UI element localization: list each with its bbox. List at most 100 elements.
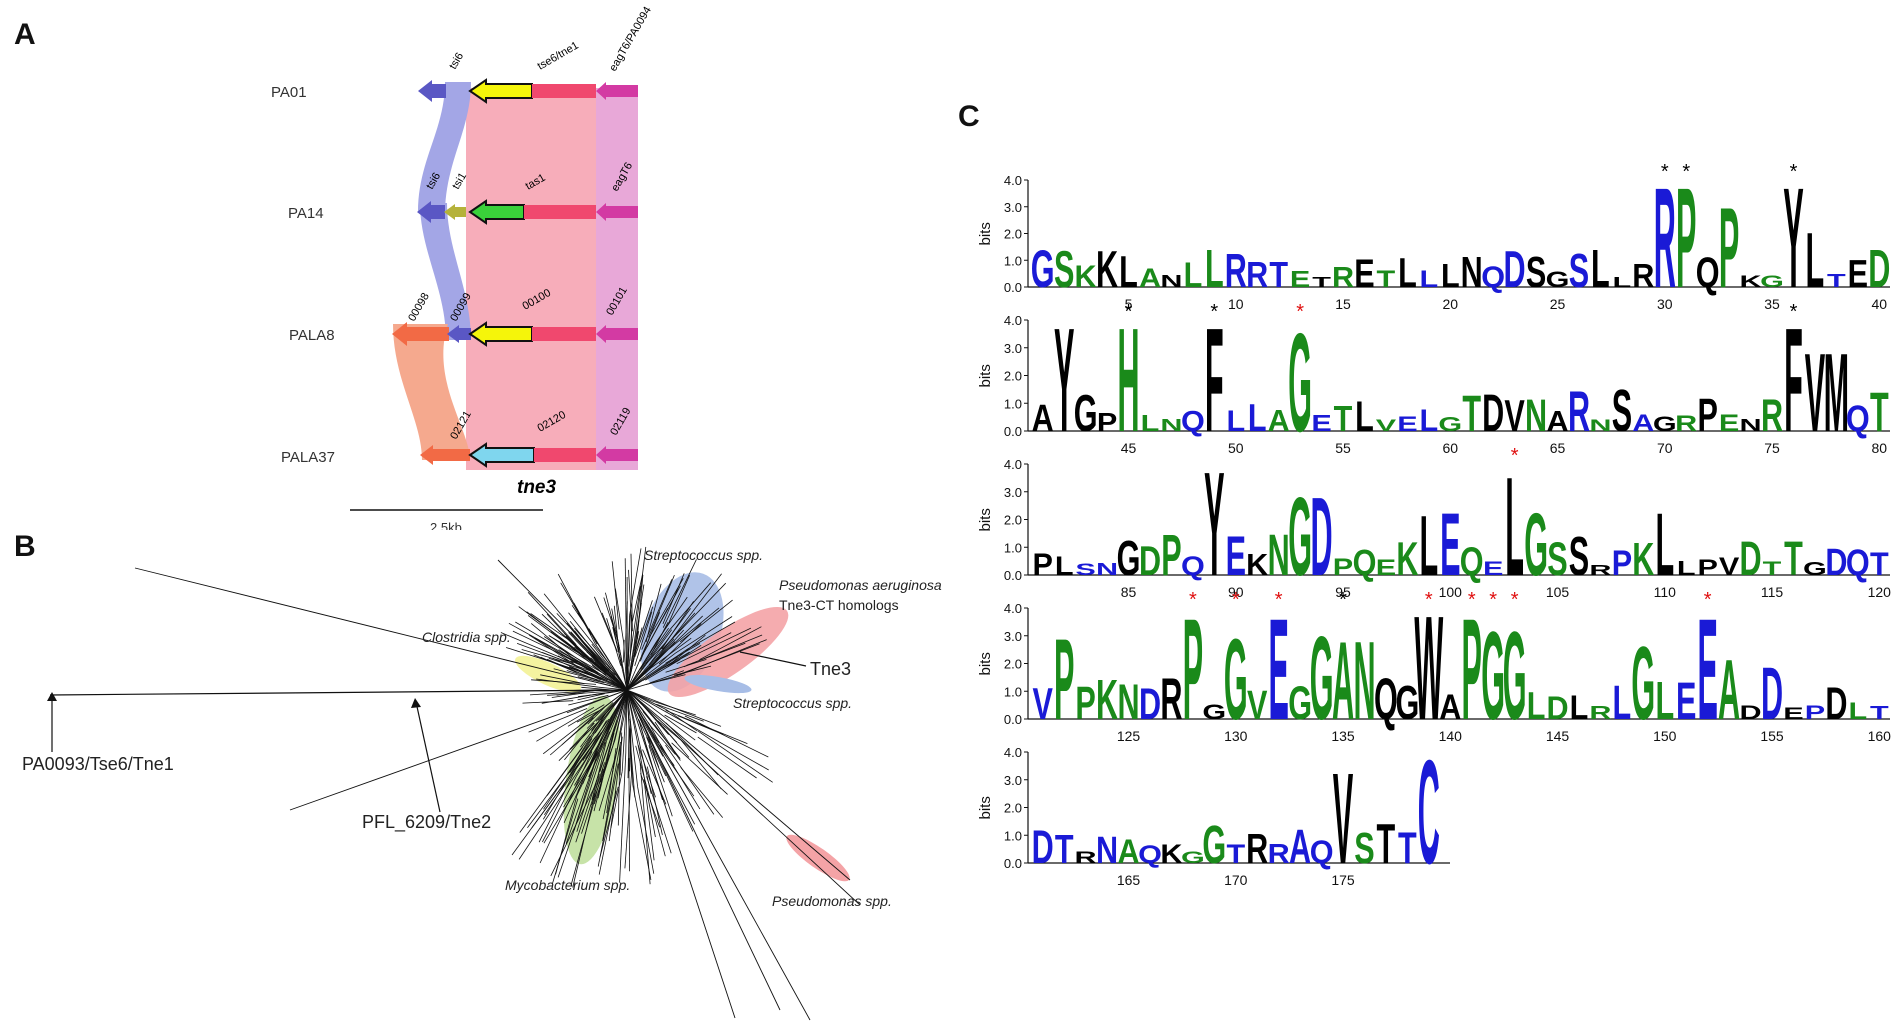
logo-letter: N (1589, 417, 1611, 435)
tree-branch (645, 583, 662, 643)
logo-letter: R (1632, 257, 1654, 294)
logo-letter: S (1569, 527, 1589, 587)
tree-branch (626, 643, 635, 691)
logo-letter: T (1377, 265, 1396, 292)
logo-letter: N (1353, 619, 1375, 743)
tree-branch (563, 743, 603, 808)
y-tick-label: 4.0 (1004, 601, 1022, 616)
tree-branch (667, 607, 720, 650)
tree-branch (624, 558, 627, 633)
y-tick-label: 3.0 (1004, 341, 1022, 356)
tree-branch (632, 785, 652, 880)
logo-letter: L (1055, 552, 1074, 582)
tree-branch (626, 689, 781, 1011)
logo-letter: P (1697, 390, 1717, 442)
logo-letter: E (1290, 267, 1310, 292)
logo-letter: D (1139, 537, 1161, 584)
tree-branch (576, 689, 628, 777)
gene-02119-pala37 (596, 446, 638, 464)
logo-letter: G (1546, 267, 1570, 292)
tree-branch (680, 739, 722, 790)
x-tick-label: 30 (1657, 296, 1673, 312)
tree-branch (642, 749, 667, 805)
x-tick-label: 50 (1228, 440, 1244, 456)
x-tick-label: 85 (1121, 584, 1137, 600)
y-axis-label: bits (977, 222, 994, 245)
logo-letter: D (1311, 475, 1333, 599)
tree-branch (662, 751, 695, 797)
tree-branch (699, 626, 762, 661)
tree-branch (632, 584, 645, 655)
tree-branch (599, 786, 619, 857)
x-tick-label: 145 (1546, 728, 1570, 744)
gene-00100-pink-pala8 (532, 327, 596, 341)
tree-branch (675, 616, 733, 654)
logo-letter: V (1805, 331, 1825, 455)
logo-letter: E (1311, 410, 1331, 437)
tree-branch (543, 636, 599, 674)
logo-letter: N (1461, 248, 1483, 296)
tree-branch (49, 689, 628, 696)
logo-letter: E (1354, 251, 1374, 296)
x-tick-label: 40 (1871, 296, 1887, 312)
logo-letter: K (1396, 533, 1418, 585)
tree-branch (642, 711, 665, 738)
tree-branch (648, 612, 696, 666)
tree-branch (626, 689, 650, 726)
y-axis-label: bits (977, 652, 994, 675)
y-axis-label: bits (977, 508, 994, 531)
gene-tsi1-pa14 (444, 204, 466, 220)
tree-branch (566, 670, 593, 679)
conservation-star: * (1125, 301, 1133, 323)
y-tick-label: 0.0 (1004, 568, 1022, 583)
tree-branch (597, 703, 616, 721)
logo-letter: T (1870, 380, 1889, 443)
tree-branch (626, 658, 631, 691)
tree-branch (586, 651, 609, 671)
tree-branch (683, 634, 763, 668)
tree-branch (583, 716, 613, 779)
tree-branch (576, 689, 628, 796)
logo-letter: K (1246, 547, 1268, 582)
x-tick-label: 65 (1550, 440, 1566, 456)
logo-letter: W (1414, 585, 1443, 751)
logo-letter: G (1288, 475, 1312, 599)
logo-letter: R (1225, 244, 1247, 298)
logo-letter: T (1334, 400, 1353, 440)
tree-branch (638, 719, 667, 777)
logo-letter: R (1568, 379, 1590, 444)
tree-branch (626, 689, 811, 1021)
logo-letter: T (1870, 703, 1889, 723)
logo-letter: R (1761, 391, 1783, 441)
clade-pseudomonas-aeruginosa (667, 606, 789, 698)
y-tick-label: 3.0 (1004, 200, 1022, 215)
x-tick-label: 55 (1335, 440, 1351, 456)
tree-branch (598, 689, 628, 695)
logo-letter: S (1612, 377, 1632, 444)
strain-label-pa14: PA14 (288, 205, 324, 222)
logo-letter: L (1419, 265, 1438, 292)
gene-name-tne3: tne3 (517, 477, 557, 498)
tree-branch (289, 689, 628, 811)
y-tick-label: 1.0 (1004, 396, 1022, 411)
tree-branch (555, 795, 578, 875)
tree-branch (556, 689, 601, 696)
logo-letter: L (1419, 403, 1438, 438)
logo-letter: G (1310, 614, 1334, 745)
gene-tas1-pink-pa14 (524, 205, 596, 219)
tree-branch (606, 689, 628, 698)
tree-branch (679, 599, 733, 643)
logo-letter: G (1288, 677, 1312, 729)
logo-letter: G (1288, 304, 1312, 462)
tree-branch (551, 692, 585, 698)
tree-branch (536, 678, 599, 688)
tree-branch (566, 697, 607, 714)
y-tick-label: 4.0 (1004, 173, 1022, 188)
logo-letter: R (1654, 158, 1676, 317)
tree-branch (540, 674, 585, 685)
logo-letter: G (1438, 414, 1462, 436)
logo-letter: L (1355, 393, 1374, 440)
tree-branch (592, 677, 628, 691)
